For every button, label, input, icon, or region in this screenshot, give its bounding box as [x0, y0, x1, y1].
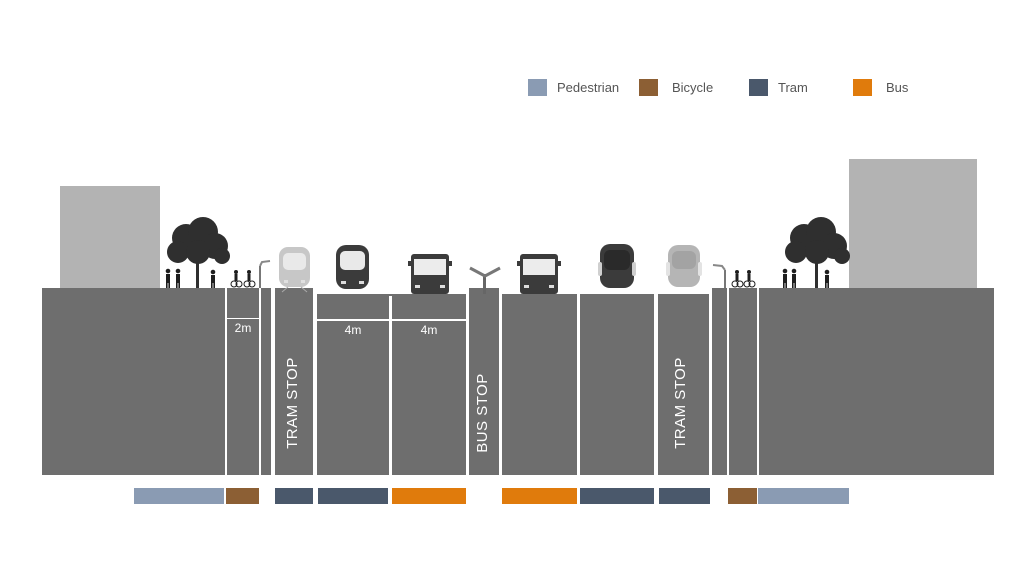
band-tram-stop-left	[275, 488, 313, 504]
band-bicycle-left	[226, 488, 259, 504]
band-pedestrian-right	[758, 488, 849, 504]
lane-divider	[259, 288, 261, 475]
street-lamp-icon	[712, 264, 726, 288]
tree-icon	[785, 217, 850, 288]
building-right	[849, 159, 977, 290]
legend-pedestrian: Pedestrian	[528, 78, 619, 96]
band-bus-lane-left	[392, 488, 466, 504]
lane-divider	[225, 288, 227, 475]
bike-width-label: 2m	[234, 321, 252, 335]
legend-label-tram: Tram	[778, 79, 808, 95]
band-tram-lane-left	[318, 488, 388, 504]
roadway-recess-left	[316, 288, 466, 294]
lane-divider	[577, 294, 580, 475]
lane-divider	[389, 296, 392, 475]
lane-divider	[727, 288, 729, 475]
legend-swatch-bus	[853, 78, 872, 96]
legend-label-bus: Bus	[886, 79, 909, 95]
street-lamp-icon	[259, 260, 271, 288]
lane-divider	[271, 288, 275, 475]
roadway-recess-right	[501, 288, 710, 294]
bus-icon	[408, 254, 452, 294]
bus-lane-width-label: 4m	[420, 323, 438, 337]
lane-divider	[466, 288, 469, 475]
band-bicycle-right	[728, 488, 757, 504]
legend-bicycle: Bicycle	[639, 78, 713, 96]
pedestrian-icon	[782, 268, 830, 288]
bus-icon	[517, 254, 561, 294]
band-bus-lane-right	[502, 488, 577, 504]
cyclist-icon	[731, 270, 756, 288]
tram-icon	[666, 245, 702, 287]
legend-label-bicycle: Bicycle	[672, 79, 714, 95]
dimension-line-bike	[227, 318, 259, 319]
cyclist-icon	[230, 270, 256, 288]
dimension-line-bus	[392, 319, 466, 321]
lane-divider	[313, 288, 317, 475]
tram-icon	[336, 245, 369, 289]
street-cross-section	[42, 288, 994, 475]
tree-icon	[167, 217, 230, 288]
lane-divider	[709, 288, 712, 475]
lane-divider	[757, 288, 759, 475]
legend-swatch-pedestrian	[528, 78, 547, 96]
legend-label-pedestrian: Pedestrian	[557, 79, 620, 95]
tram-icon	[598, 244, 636, 288]
building-left	[60, 186, 160, 290]
band-tram-stop-right	[659, 488, 710, 504]
lane-divider	[499, 288, 502, 475]
lane-divider	[654, 294, 658, 475]
legend-bus: Bus	[853, 78, 908, 96]
legend-swatch-tram	[749, 78, 768, 96]
shelter-icon	[469, 266, 501, 294]
band-tram-lane-right	[580, 488, 654, 504]
legend-swatch-bicycle	[639, 78, 658, 96]
pedestrian-icon	[165, 268, 216, 288]
tram-icon	[279, 247, 310, 293]
dimension-line-tram	[317, 319, 389, 321]
legend-tram: Tram	[749, 78, 808, 96]
band-pedestrian-left	[134, 488, 224, 504]
tram-lane-width-label: 4m	[344, 323, 362, 337]
